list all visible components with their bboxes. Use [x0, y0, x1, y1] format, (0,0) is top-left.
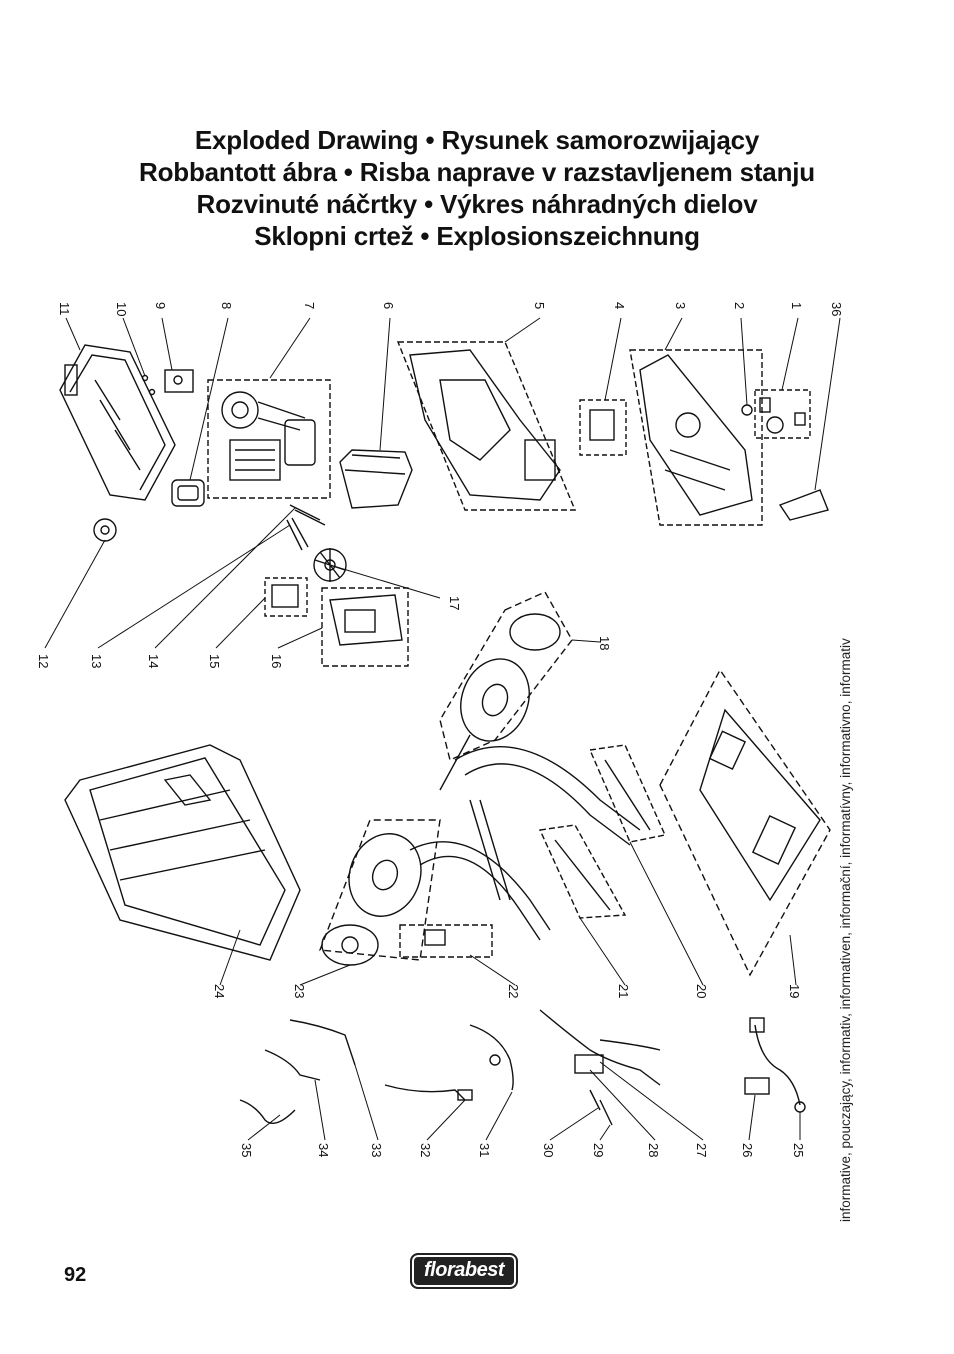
- part-18-wheel: [439, 591, 573, 791]
- label-10: 10: [114, 302, 129, 316]
- label-17: 17: [447, 596, 462, 610]
- part-16-panel: [321, 587, 409, 667]
- label-4: 4: [612, 302, 627, 309]
- title-block: Exploded Drawing • Rysunek samorozwijają…: [0, 124, 954, 252]
- label-20: 20: [694, 984, 709, 998]
- label-3: 3: [673, 302, 688, 309]
- part-32-cable: [384, 1084, 473, 1101]
- leader-lines: [44, 317, 841, 1141]
- part-36-handle: [778, 489, 829, 521]
- label-35: 35: [239, 1143, 254, 1157]
- part-7-engine: [207, 379, 331, 499]
- label-18: 18: [597, 636, 612, 650]
- brand-logo-text: florabest: [424, 1259, 504, 1281]
- label-26: 26: [740, 1143, 755, 1157]
- part-28-connector: [574, 1054, 604, 1074]
- part-22-bracket: [399, 924, 493, 958]
- label-6: 6: [381, 302, 396, 309]
- label-21: 21: [616, 984, 631, 998]
- part-31-cable: [469, 1024, 514, 1091]
- handle-frame: [409, 746, 641, 941]
- label-19: 19: [787, 984, 802, 998]
- label-9: 9: [153, 302, 168, 309]
- part-4-board: [579, 399, 627, 456]
- part-12-wheel: [93, 518, 117, 542]
- title-line-2: Robbantott ábra • Risba naprave v razsta…: [139, 157, 815, 187]
- part-14-pin: [289, 504, 326, 526]
- page-number: 92: [64, 1264, 87, 1286]
- label-5: 5: [532, 302, 547, 309]
- part-24-grassbox: [64, 744, 301, 961]
- label-23: 23: [292, 984, 307, 998]
- title-line-3: Rozvinuté náčrtky • Výkres náhradných di…: [196, 189, 758, 219]
- part-3-cover: [629, 349, 763, 526]
- label-31: 31: [477, 1143, 492, 1157]
- part-5-frame: [396, 341, 577, 511]
- label-25: 25: [791, 1143, 806, 1157]
- label-28: 28: [646, 1143, 661, 1157]
- part-19-cover: [659, 668, 831, 977]
- part-11-housing: [59, 344, 176, 501]
- part-27-cable: [539, 1009, 661, 1086]
- side-note: informative, pouczający, informativ, inf…: [838, 638, 853, 1222]
- label-33: 33: [369, 1143, 384, 1157]
- label-27: 27: [694, 1143, 709, 1157]
- part-29-cable: [599, 1099, 613, 1126]
- brand-logo: florabest: [410, 1253, 518, 1289]
- label-8: 8: [219, 302, 234, 309]
- label-34: 34: [316, 1143, 331, 1157]
- part-9-switch: [164, 369, 194, 393]
- label-24: 24: [212, 984, 227, 998]
- part-6-bin: [339, 449, 413, 509]
- part-2-knob: [741, 404, 753, 416]
- label-1: 1: [789, 302, 804, 309]
- label-29: 29: [591, 1143, 606, 1157]
- label-7: 7: [302, 302, 317, 309]
- label-13: 13: [89, 654, 104, 668]
- label-36: 36: [829, 302, 844, 316]
- label-12: 12: [36, 654, 51, 668]
- label-2: 2: [732, 302, 747, 309]
- part-25-cable: [749, 1017, 806, 1113]
- part-33-cable: [289, 1019, 356, 1066]
- part-15-plate: [264, 577, 308, 617]
- part-34-cable: [264, 1049, 321, 1081]
- part-21-rail: [538, 824, 627, 919]
- title-line-1: Exploded Drawing • Rysunek samorozwijają…: [194, 125, 760, 155]
- part-20-rail: [588, 744, 666, 843]
- label-16: 16: [269, 654, 284, 668]
- label-30: 30: [541, 1143, 556, 1157]
- part-23-wheel: [319, 819, 441, 966]
- part-8-filter: [171, 479, 205, 507]
- label-14: 14: [146, 654, 161, 668]
- label-32: 32: [418, 1143, 433, 1157]
- label-15: 15: [207, 654, 222, 668]
- part-26-plug: [744, 1077, 770, 1095]
- part-30-cable: [589, 1089, 601, 1111]
- part-1-switchset: [754, 389, 811, 439]
- label-22: 22: [506, 984, 521, 998]
- title-line-4: Sklopni crtež • Explosionszeichnung: [254, 221, 700, 251]
- part-13-rod: [286, 517, 309, 551]
- label-11: 11: [57, 302, 72, 316]
- part-35-cable: [239, 1099, 296, 1124]
